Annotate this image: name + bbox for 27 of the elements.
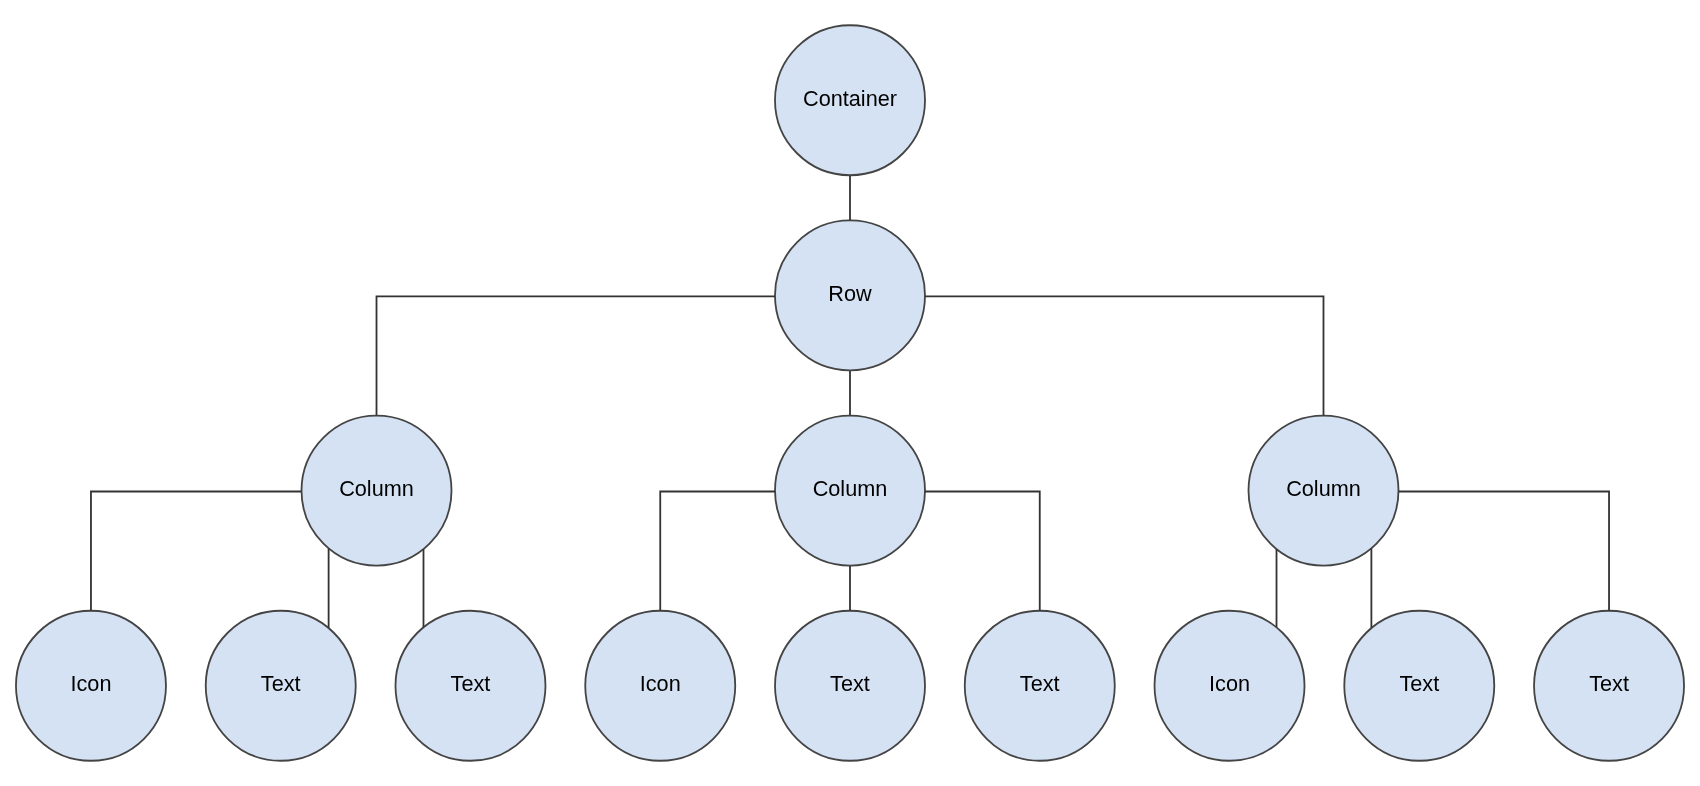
connector [375,295,776,417]
node-circle: Icon [584,609,737,762]
connector [1370,547,1373,629]
node-circle: Column [1247,414,1400,567]
node-circle: Icon [15,609,167,762]
node-circle: Text [204,609,357,762]
connector [422,548,425,629]
node-circle: Container [774,24,926,177]
node-circle: Column [774,414,926,567]
connector [849,174,851,222]
connector [849,565,851,612]
node-circle: Row [774,219,926,372]
node-circle: Column [300,414,453,567]
node-circle: Text [1533,609,1685,762]
node-circle: Text [394,609,547,762]
connector [1275,548,1278,629]
node-circle: Icon [1153,609,1306,762]
connector [90,490,303,612]
connector [1397,490,1610,612]
node-circle: Text [1343,609,1496,762]
node-circle: Text [774,609,926,762]
connector [924,295,1325,417]
connector [327,547,330,629]
connector [924,490,1041,612]
node-circle: Text [963,609,1116,762]
connector [659,490,776,612]
connector [849,369,851,417]
